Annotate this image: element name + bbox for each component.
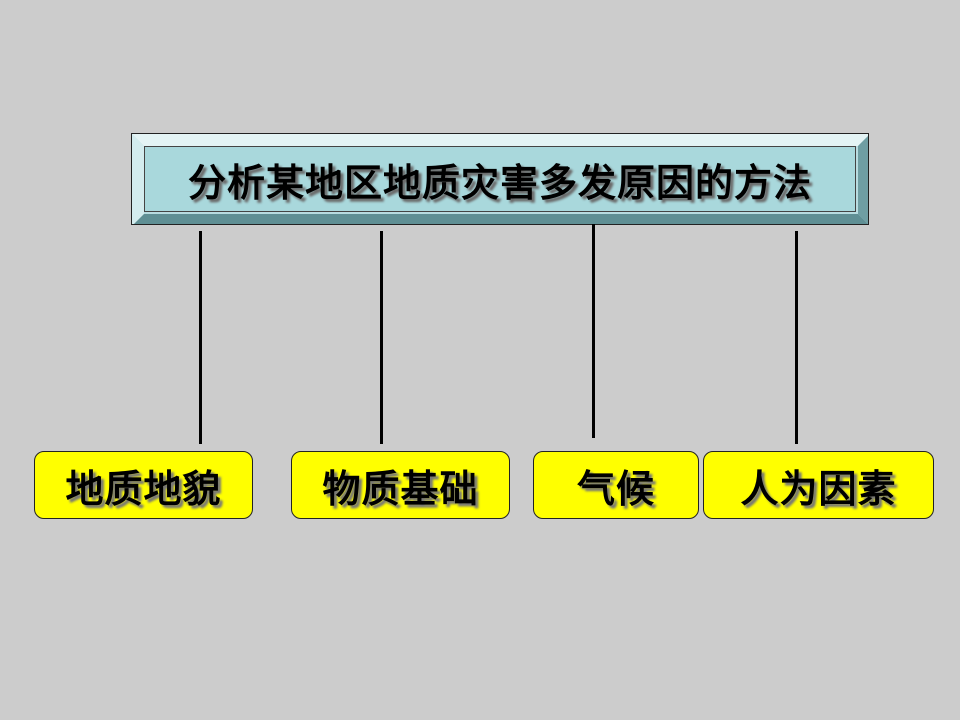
leaf-label: 人为因素	[740, 466, 897, 511]
leaf-box-3: 气候	[533, 451, 699, 519]
leaf-label: 物质基础	[322, 466, 479, 511]
connector-line-4	[795, 231, 798, 444]
connector-line-1	[199, 231, 202, 444]
title-bevel-frame	[132, 134, 868, 224]
title-face: 分析某地区地质灾害多发原因的方法	[144, 146, 856, 212]
leaf-box-2: 物质基础	[291, 451, 510, 519]
leaf-label: 气候	[576, 466, 655, 511]
leaf-label: 地质地貌	[65, 466, 222, 511]
diagram-title: 分析某地区地质灾害多发原因的方法	[187, 160, 812, 205]
leaf-box-4: 人为因素	[703, 451, 934, 519]
connector-line-2	[380, 231, 383, 444]
leaf-box-1: 地质地貌	[34, 451, 253, 519]
title-box: 分析某地区地质灾害多发原因的方法	[131, 133, 869, 225]
connector-line-3	[592, 224, 595, 438]
